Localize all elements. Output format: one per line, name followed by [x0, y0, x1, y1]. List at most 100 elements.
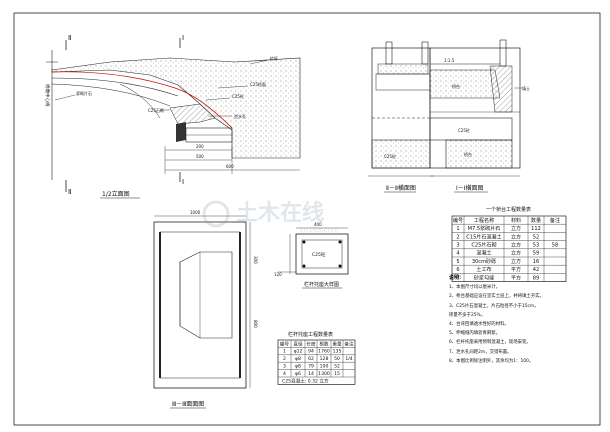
sec1-c25: C25砼 [458, 127, 470, 133]
table-header-cell: 材料 [511, 217, 521, 224]
elev-label-deck: C25桥面 [250, 81, 266, 87]
notes-title: 说明： [449, 275, 465, 281]
table-cell: 立方 [511, 242, 521, 249]
section-three-view [153, 215, 251, 389]
table-cell: C15片石混凝土 [466, 233, 501, 240]
table-header-cell: 编号 [453, 217, 463, 224]
table-cell: 1 [456, 226, 459, 232]
table-header-cell: 备注 [550, 217, 560, 224]
sec3-dim-top: 1000 [190, 210, 201, 215]
sec1-abutment: 桥台 [452, 83, 460, 89]
elev-label-rail: 栏杆 [270, 55, 278, 61]
table-cell: 1300 [318, 371, 330, 377]
rail-dim-top: 400 [314, 222, 322, 227]
note-item: 5、伸缩缝内填沥青麻絮。 [449, 331, 501, 337]
table-header-cell: 工程名称 [474, 217, 494, 224]
table-cell: φ12 [294, 349, 303, 355]
elev-vertical-caption: 桥墩中心线 [44, 84, 51, 107]
table-cell: 62 [308, 356, 314, 362]
half-elevation-view [46, 38, 301, 192]
sec1-slope: 1:1.5 [444, 58, 455, 63]
note-item: 6、栏杆托座采用预制混凝土，现场安装。 [449, 340, 531, 346]
table-cell: 2 [283, 356, 286, 362]
table-cell: 58 [552, 243, 558, 249]
table-cell: 2 [456, 234, 459, 240]
table-cell: 94 [308, 349, 314, 355]
note-item: 8、本图比例除注明外，其余均为1：100。 [449, 358, 534, 364]
sec3-title: Ⅲ－Ⅲ面面图 [172, 401, 204, 408]
table-cell: 100 [320, 364, 329, 370]
elev-dim-1: 200 [196, 144, 204, 149]
rail-rebar-label: 120 [274, 272, 282, 277]
table-cell: 52 [334, 364, 340, 370]
table-cell: 112 [531, 226, 541, 232]
table-header-cell: 编号 [280, 340, 290, 347]
table-cell: 土工布 [476, 266, 491, 273]
elev-label-drain: 泄水孔 [234, 113, 246, 119]
sec2-c25: C25砼 [384, 153, 396, 159]
note-item: 1、本图尺寸均以厘米计。 [449, 285, 501, 291]
table-cell: 混凝土 [476, 250, 491, 257]
notes-block: 说明： 1、本图尺寸均以厘米计。 2、桥台基础应设在坚实土层上，并将填土夯实。 … [449, 274, 604, 366]
table-cell: 1 [283, 349, 286, 355]
table-cell: 128 [320, 356, 329, 362]
table-cell: 16 [533, 259, 539, 265]
elev-mark-right-bottom: Ⅰ [182, 178, 184, 186]
table-cell: 30cm砂砾 [472, 258, 496, 265]
table-cell: 立方 [511, 233, 521, 240]
elev-mark-right-top: Ⅰ [182, 34, 184, 42]
sec3-dim-side-1: 300 [253, 256, 258, 264]
table-cell: φ8 [295, 356, 301, 362]
rail-table-title: 栏杆托座工程数量表 [288, 331, 333, 338]
table-header-cell: 根数 [319, 340, 329, 347]
elev-label-lower-left: 浆砌片石 [76, 90, 92, 96]
sec3-dim-side-2: 800 [253, 320, 258, 328]
table-header-cell: 长度 [306, 340, 316, 347]
table-cell: 52 [533, 234, 539, 240]
table-cell: 4 [456, 251, 459, 257]
table-header-cell: 直径 [293, 340, 303, 347]
table-cell: 1760 [318, 349, 330, 355]
table-cell: 89 [533, 275, 539, 281]
table-cell: C25片石砌 [471, 242, 496, 249]
table-cell: φ8 [295, 364, 301, 370]
table-header-cell: 数量 [531, 217, 541, 224]
note-item: 掺量不多于25%。 [449, 312, 486, 318]
table-cell: 平方 [511, 266, 521, 273]
elev-mark-left-bottom: Ⅱ [68, 188, 71, 196]
table-cell: φ6 [295, 371, 301, 377]
table-cell: 3 [283, 364, 286, 370]
main-table-title: 一个桥台工程数量表 [486, 206, 531, 213]
table-cell: 135 [333, 349, 342, 355]
note-item: 4、台背回填透水性好的材料。 [449, 322, 509, 328]
elev-dim-3: 600 [226, 164, 234, 169]
table-cell: 立方 [511, 258, 521, 265]
table-cell: 5 [456, 259, 459, 265]
elev-dim-2: 500 [196, 154, 204, 159]
elev-mark-left-top: Ⅱ [68, 34, 71, 42]
table-cell: 1/4 [345, 356, 352, 362]
section-two-view [368, 41, 434, 177]
elev-label-c25: C25砼 [232, 93, 244, 99]
note-item: 3、C25片石混凝土，片石粒径不小于15cm。 [449, 303, 539, 309]
table-cell: 砂浆勾缝 [474, 274, 494, 281]
note-item: 2、桥台基础应设在坚实土层上，并将填土夯实。 [449, 294, 544, 300]
table-cell: 79 [308, 364, 314, 370]
table-cell: 42 [533, 267, 539, 273]
table-footer: C25混凝土: 0.32 立方 [282, 377, 329, 384]
rail-c25: C25砼 [312, 251, 326, 258]
sec1-fill: 填土 [522, 85, 530, 91]
table-cell: 50 [334, 356, 340, 362]
table-cell: 3 [456, 243, 459, 249]
sec1-title: Ⅰ－Ⅰ横面图 [456, 184, 484, 192]
table-cell: 15 [334, 371, 340, 377]
sec1-abutment-base: 桥台 [464, 151, 472, 157]
rail-seat-detail [278, 227, 349, 275]
table-cell: M7.5浆砌片石 [468, 225, 501, 232]
table-header-cell: 备注 [344, 340, 354, 347]
table-cell: 6 [456, 267, 459, 273]
table-cell: 14 [308, 371, 314, 377]
table-cell: 59 [533, 251, 539, 257]
